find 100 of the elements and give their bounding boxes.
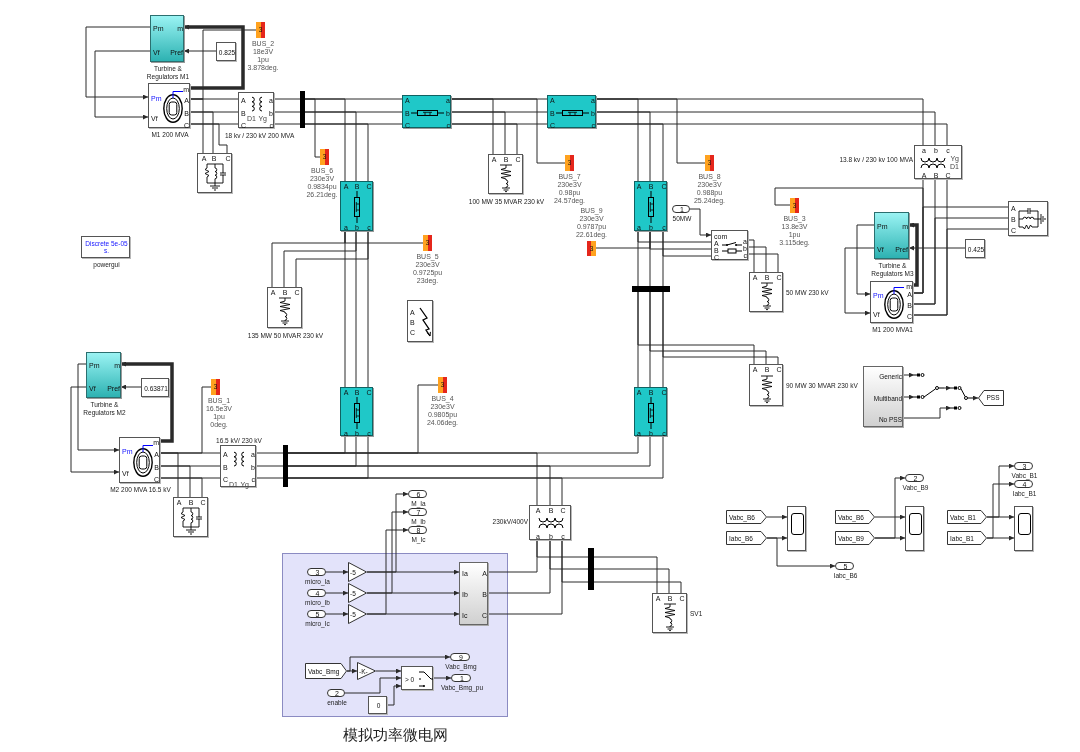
connection-line bbox=[593, 556, 658, 594]
gain-triangle bbox=[348, 604, 367, 624]
arrow bbox=[874, 514, 906, 520]
line-section-block bbox=[340, 387, 373, 436]
connection-line bbox=[450, 98, 566, 164]
rlc-branch-block bbox=[173, 497, 208, 537]
arrow bbox=[874, 475, 906, 539]
connection-line bbox=[159, 477, 203, 498]
arrow bbox=[346, 654, 451, 672]
arrow bbox=[902, 394, 915, 400]
rlc-branch-block bbox=[197, 153, 232, 193]
arrow bbox=[366, 491, 409, 573]
busbar bbox=[632, 286, 670, 292]
arrow bbox=[70, 386, 120, 475]
arrow bbox=[902, 405, 952, 419]
connection-line bbox=[487, 539, 563, 615]
arrow bbox=[986, 481, 1015, 539]
constant-block bbox=[368, 696, 387, 714]
arrow bbox=[183, 48, 217, 54]
goto-tag bbox=[978, 390, 1004, 406]
connection-line bbox=[273, 111, 301, 113]
manual-switch-icon bbox=[951, 383, 973, 413]
from-tag bbox=[947, 531, 987, 545]
connection-line bbox=[747, 246, 767, 273]
line-section-block bbox=[634, 387, 667, 436]
connection-line bbox=[283, 230, 357, 288]
connection-line bbox=[595, 111, 651, 182]
arrow bbox=[766, 537, 836, 569]
connection-line bbox=[662, 291, 779, 365]
connection-line bbox=[295, 230, 369, 288]
arrow bbox=[943, 385, 952, 391]
connection-line bbox=[450, 111, 506, 155]
connection-line bbox=[287, 452, 538, 506]
connection-line bbox=[593, 568, 670, 594]
arrow bbox=[366, 509, 409, 594]
constant-block bbox=[965, 239, 985, 258]
arrow bbox=[766, 514, 788, 520]
from-tag bbox=[947, 510, 987, 524]
arrow bbox=[366, 527, 409, 615]
arrow bbox=[432, 675, 452, 681]
connection-line bbox=[189, 111, 214, 154]
connection-line bbox=[747, 239, 755, 273]
connection-line bbox=[304, 123, 369, 182]
arrow bbox=[909, 222, 919, 287]
connection-line bbox=[662, 230, 712, 257]
arrow bbox=[908, 245, 966, 251]
connection-line bbox=[595, 230, 651, 249]
line-section-block bbox=[547, 95, 596, 128]
line-section-block bbox=[634, 181, 667, 231]
arrow bbox=[85, 26, 151, 100]
arrow bbox=[902, 372, 915, 378]
connection-line bbox=[595, 98, 706, 164]
from-tag bbox=[305, 663, 347, 679]
connection-line bbox=[287, 465, 551, 506]
arrow bbox=[375, 668, 402, 674]
arrow bbox=[121, 361, 174, 443]
connection-line bbox=[450, 123, 518, 155]
scope-block bbox=[787, 506, 806, 551]
constant-block bbox=[141, 378, 169, 397]
arrow bbox=[344, 675, 402, 694]
arrow bbox=[325, 590, 349, 596]
connection-line bbox=[487, 539, 551, 594]
constant-block bbox=[216, 42, 236, 61]
fault-block bbox=[407, 300, 433, 342]
connection-line bbox=[255, 452, 284, 454]
current-source-block bbox=[459, 562, 488, 625]
arrow bbox=[972, 395, 979, 401]
connection-line bbox=[774, 187, 924, 294]
connection-line bbox=[287, 477, 563, 506]
from-tag bbox=[726, 531, 767, 545]
gain-triangle bbox=[357, 662, 376, 680]
connection-line bbox=[747, 253, 779, 273]
from-tag bbox=[726, 510, 767, 524]
figure-caption: 模拟功率微电网 bbox=[342, 726, 448, 744]
connection-line bbox=[344, 230, 424, 244]
switch-block bbox=[401, 666, 433, 690]
line-section-block bbox=[340, 181, 373, 231]
arrow bbox=[184, 24, 245, 90]
connection-line bbox=[255, 465, 284, 467]
arrow bbox=[386, 683, 402, 706]
connection-line bbox=[637, 230, 712, 243]
arrow bbox=[325, 611, 349, 617]
connection-line bbox=[304, 111, 357, 182]
connection-line bbox=[189, 29, 257, 100]
arrow bbox=[325, 569, 349, 575]
connection-line bbox=[159, 386, 212, 454]
busbar bbox=[283, 445, 288, 487]
arrow bbox=[856, 224, 875, 297]
connection-line bbox=[595, 123, 664, 182]
gain-triangle bbox=[348, 583, 367, 603]
connection-line bbox=[637, 291, 755, 365]
rlc-branch-block bbox=[1008, 201, 1048, 236]
gain-triangle bbox=[348, 562, 367, 582]
busbar bbox=[300, 91, 305, 128]
breaker-block bbox=[711, 230, 748, 260]
subsystem-area bbox=[282, 553, 508, 717]
connection-line bbox=[487, 539, 538, 573]
from-tag bbox=[835, 531, 875, 545]
connection-line bbox=[912, 217, 1009, 305]
connection-line bbox=[189, 123, 228, 154]
